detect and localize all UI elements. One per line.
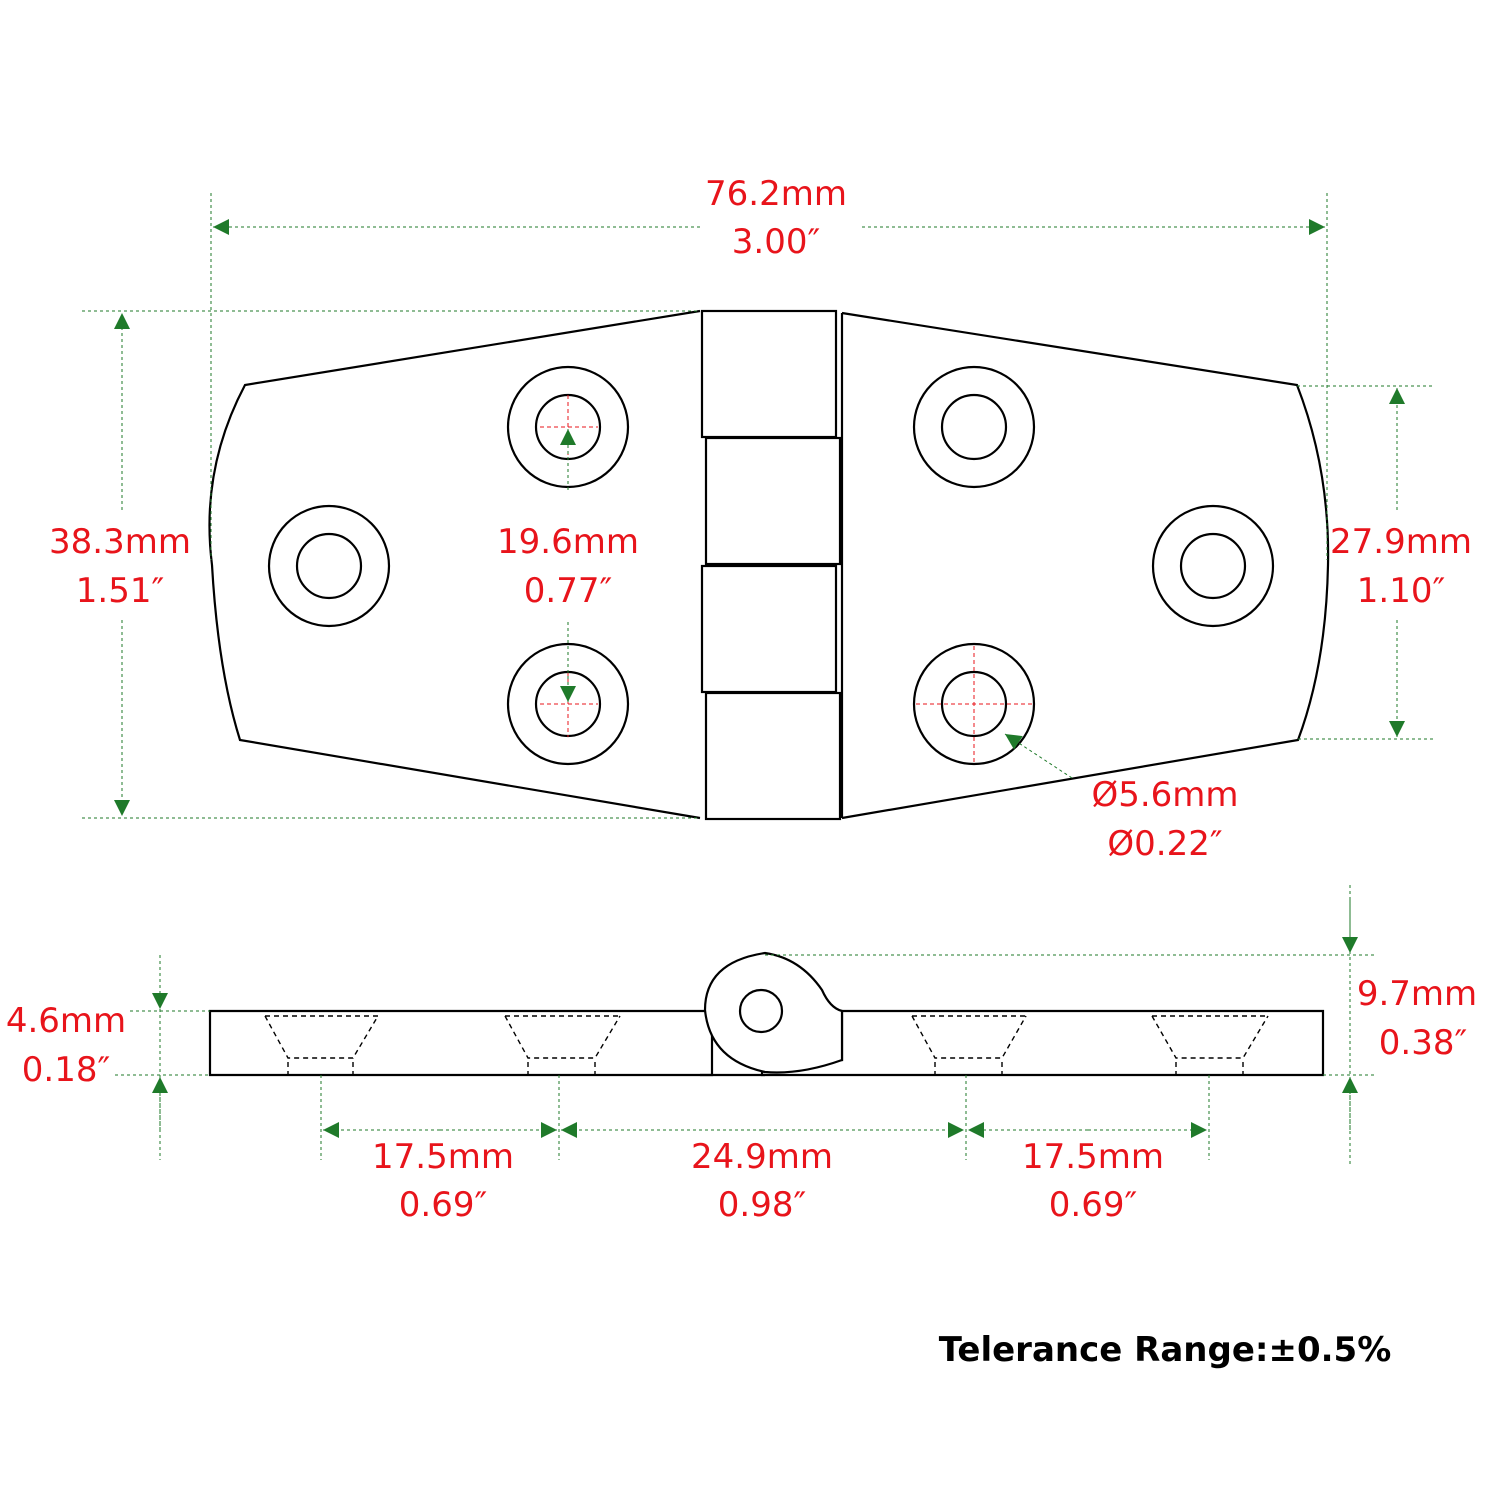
hole-diameter-label: Ø5.6mm Ø0.22″ [1091,775,1238,864]
side-leaf-outline [208,1009,714,1077]
mounting-hole [1151,504,1275,628]
dimension-lines [114,219,1405,816]
side-knuckle-outline [703,951,844,1074]
mounting-holes [267,365,1275,766]
hinge-pin [738,988,784,1034]
center-hole-pitch-label: 24.9mm 0.98″ [691,1137,833,1225]
hole-diameter-leader [1004,733,1073,779]
center-marks [540,395,1032,765]
overall-width-mm: 38.3mm [49,522,191,562]
hole-spacing-vertical-mm: 19.6mm [497,522,639,562]
outer-hole-spacing-mm: 27.9mm [1330,522,1472,562]
tolerance-note: Telerance Range:±0.5% [939,1330,1392,1370]
mounting-hole [912,365,1036,489]
knuckle-segment [700,564,838,694]
dimension-labels: 76.2mm 3.00″ 38.3mm 1.51″ 19.6mm 0.77″ 2… [6,174,1477,1225]
countersink-hidden [911,1015,1027,1075]
top-view [208,309,1330,821]
countersink-hidden [264,1015,379,1075]
center-hole-pitch-mm: 24.9mm [691,1137,833,1177]
overall-width-in: 1.51″ [76,571,164,611]
knuckle-height-in: 0.38″ [1379,1023,1467,1063]
hole-diameter-in: Ø0.22″ [1107,824,1222,864]
knuckle-height-label: 9.7mm 0.38″ [1357,974,1477,1063]
outer-hole-spacing-label: 27.9mm 1.10″ [1330,522,1472,611]
left-hole-pitch-label: 17.5mm 0.69″ [372,1137,514,1225]
top-view-extension-lines [82,193,1434,819]
right-hole-pitch-in: 0.69″ [1049,1185,1137,1225]
overall-width-label: 38.3mm 1.51″ [49,522,191,611]
mounting-hole [912,642,1036,766]
knuckle-segment [704,436,842,566]
hole-diameter-mm: Ø5.6mm [1091,775,1238,815]
right-hole-pitch-label: 17.5mm 0.69″ [1022,1137,1164,1225]
side-view-dimension-lines [115,885,1375,1165]
left-hole-pitch-in: 0.69″ [399,1185,487,1225]
overall-length-mm: 76.2mm [705,174,847,214]
knuckle-segment [704,691,842,821]
left-hole-pitch-mm: 17.5mm [372,1137,514,1177]
countersink-hidden [1151,1015,1269,1075]
left-leaf-outline [208,309,701,820]
center-hole-pitch-in: 0.98″ [718,1185,806,1225]
right-hole-pitch-mm: 17.5mm [1022,1137,1164,1177]
hinge-knuckle [700,309,842,821]
hole-spacing-vertical-in: 0.77″ [524,571,612,611]
side-right-leaf-outline [760,1009,1325,1077]
mounting-hole [267,504,391,628]
overall-length-label: 76.2mm 3.00″ [705,174,847,262]
right-leaf-outline [841,311,1330,820]
leaf-thickness-mm: 4.6mm [6,1001,126,1041]
overall-length-in: 3.00″ [732,222,820,262]
knuckle-height-mm: 9.7mm [1357,974,1477,1014]
outer-hole-spacing-in: 1.10″ [1357,571,1445,611]
side-view [208,951,1325,1077]
side-countersinks [264,1015,1269,1075]
leaf-thickness-label: 4.6mm 0.18″ [6,1001,126,1090]
countersink-hidden [504,1015,621,1075]
hole-spacing-vertical-label: 19.6mm 0.77″ [497,522,639,611]
knuckle-segment [700,309,838,439]
leaf-thickness-in: 0.18″ [22,1050,110,1090]
